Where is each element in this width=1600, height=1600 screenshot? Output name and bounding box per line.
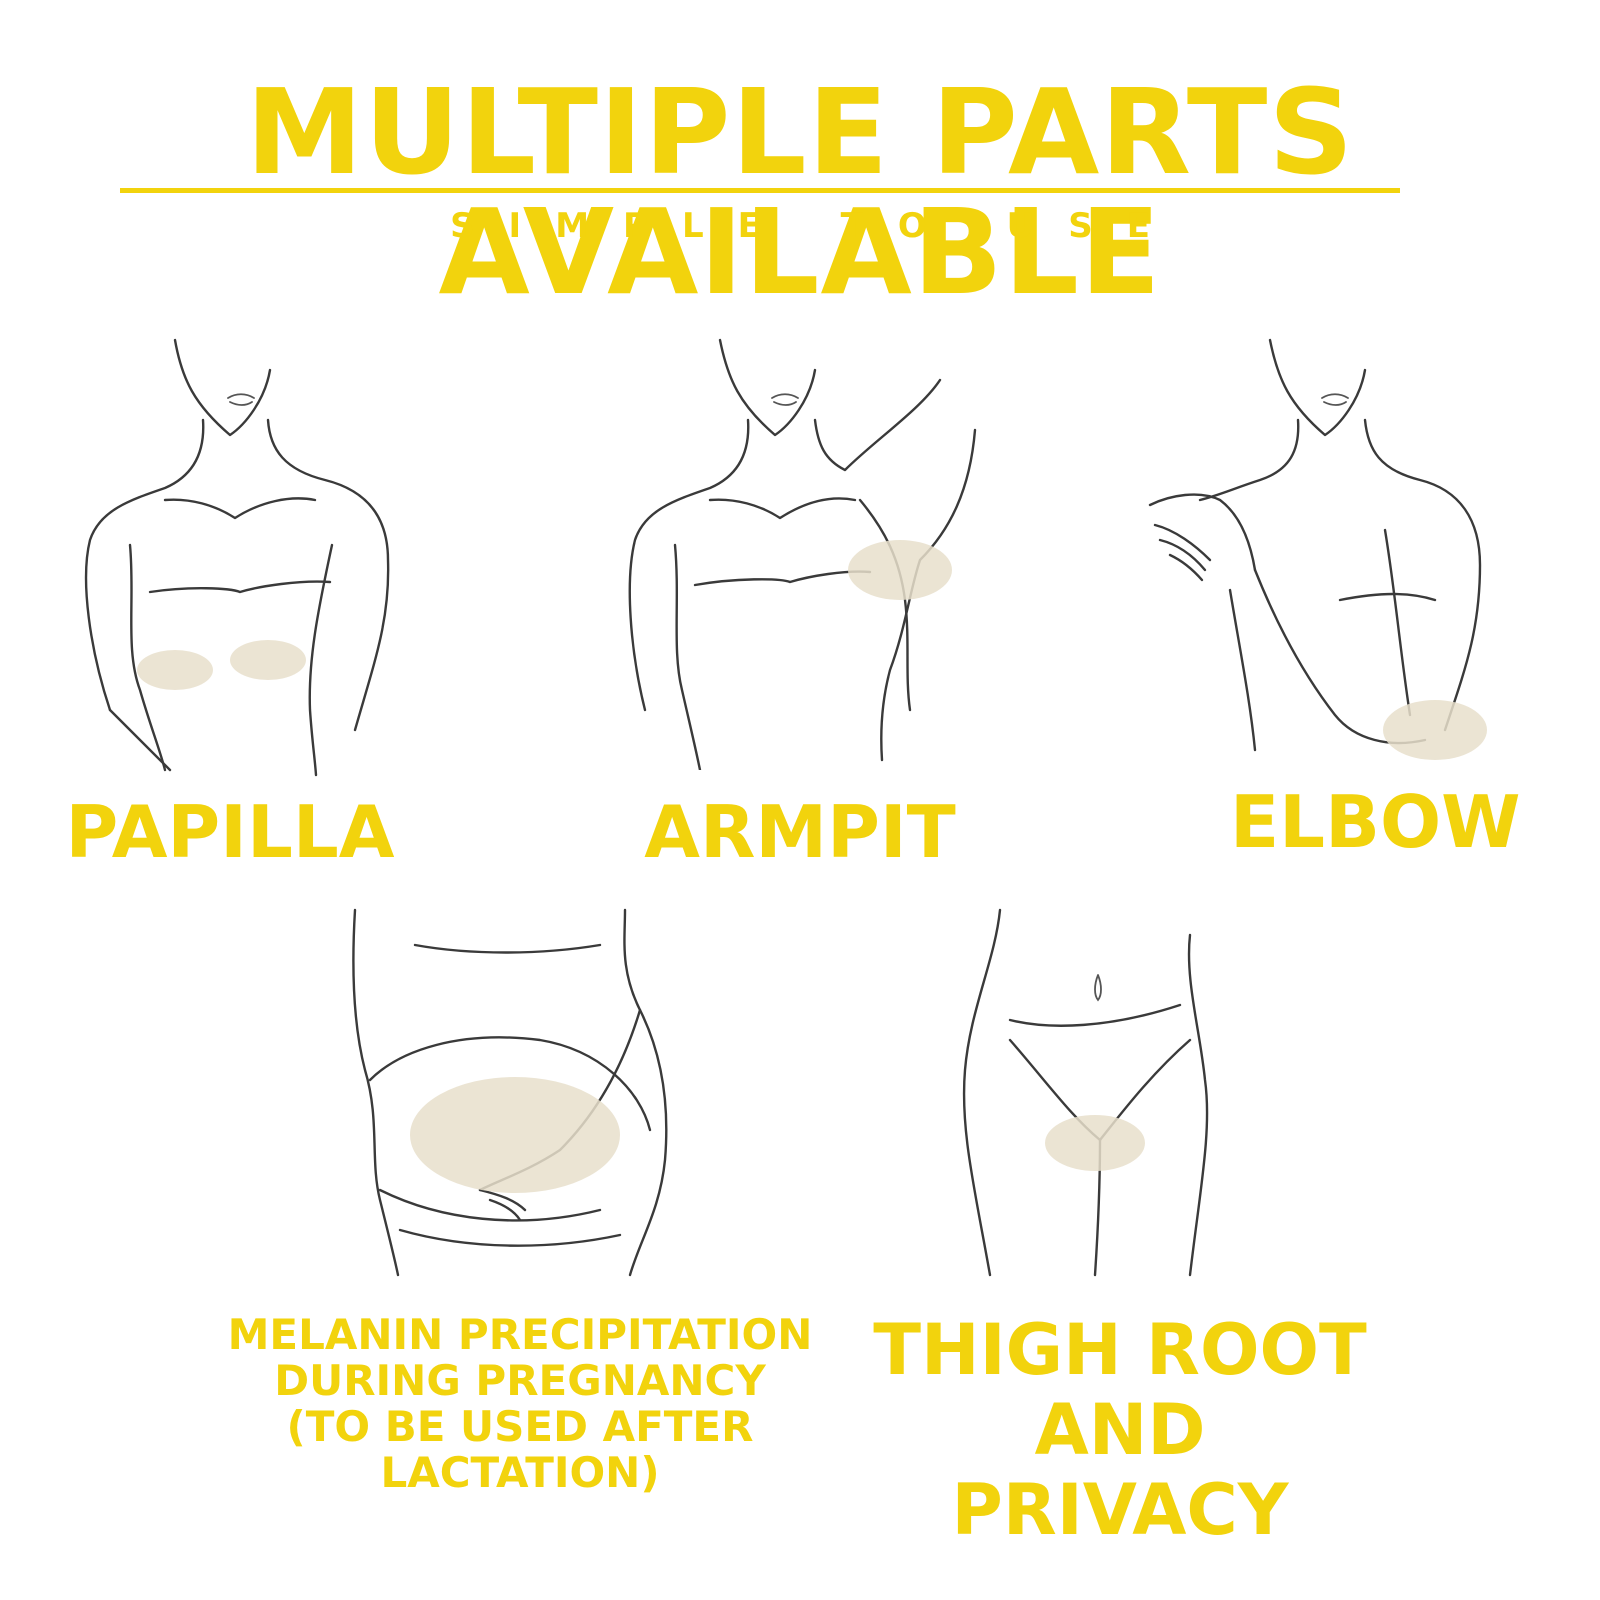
papilla-patch-left — [137, 650, 213, 690]
label-melanin-line1: MELANIN PRECIPITATION — [227, 1310, 813, 1359]
thigh-root-patch — [1045, 1115, 1145, 1171]
pregnancy-illustration — [352, 908, 668, 1277]
papilla-illustration — [84, 338, 390, 777]
label-thigh-line2: PRIVACY — [951, 1469, 1289, 1551]
elbow-patch — [1383, 700, 1487, 760]
label-armpit: ARMPIT — [644, 790, 956, 874]
label-melanin-precipitation: MELANIN PRECIPITATION DURING PREGNANCY (… — [170, 1312, 870, 1496]
armpit-illustration — [628, 338, 977, 770]
label-thigh-root: THIGH ROOT AND PRIVACY — [830, 1310, 1410, 1550]
page-subtitle: SIMPLE TO USE — [450, 206, 1184, 246]
thigh-root-illustration — [962, 908, 1209, 1277]
armpit-patch — [848, 540, 952, 600]
pregnancy-patch — [410, 1077, 620, 1193]
label-thigh-line1: THIGH ROOT AND — [873, 1309, 1367, 1471]
label-melanin-line3: (TO BE USED AFTER LACTATION) — [286, 1402, 754, 1497]
elbow-illustration — [1148, 338, 1487, 760]
label-melanin-line2: DURING PREGNANCY — [274, 1356, 766, 1405]
page-title: MULTIPLE PARTS AVAILABLE — [245, 63, 1355, 321]
papilla-patch-right — [230, 640, 306, 680]
label-papilla: PAPILLA — [65, 790, 395, 874]
label-elbow: ELBOW — [1230, 780, 1521, 864]
title-underline — [120, 188, 1400, 193]
